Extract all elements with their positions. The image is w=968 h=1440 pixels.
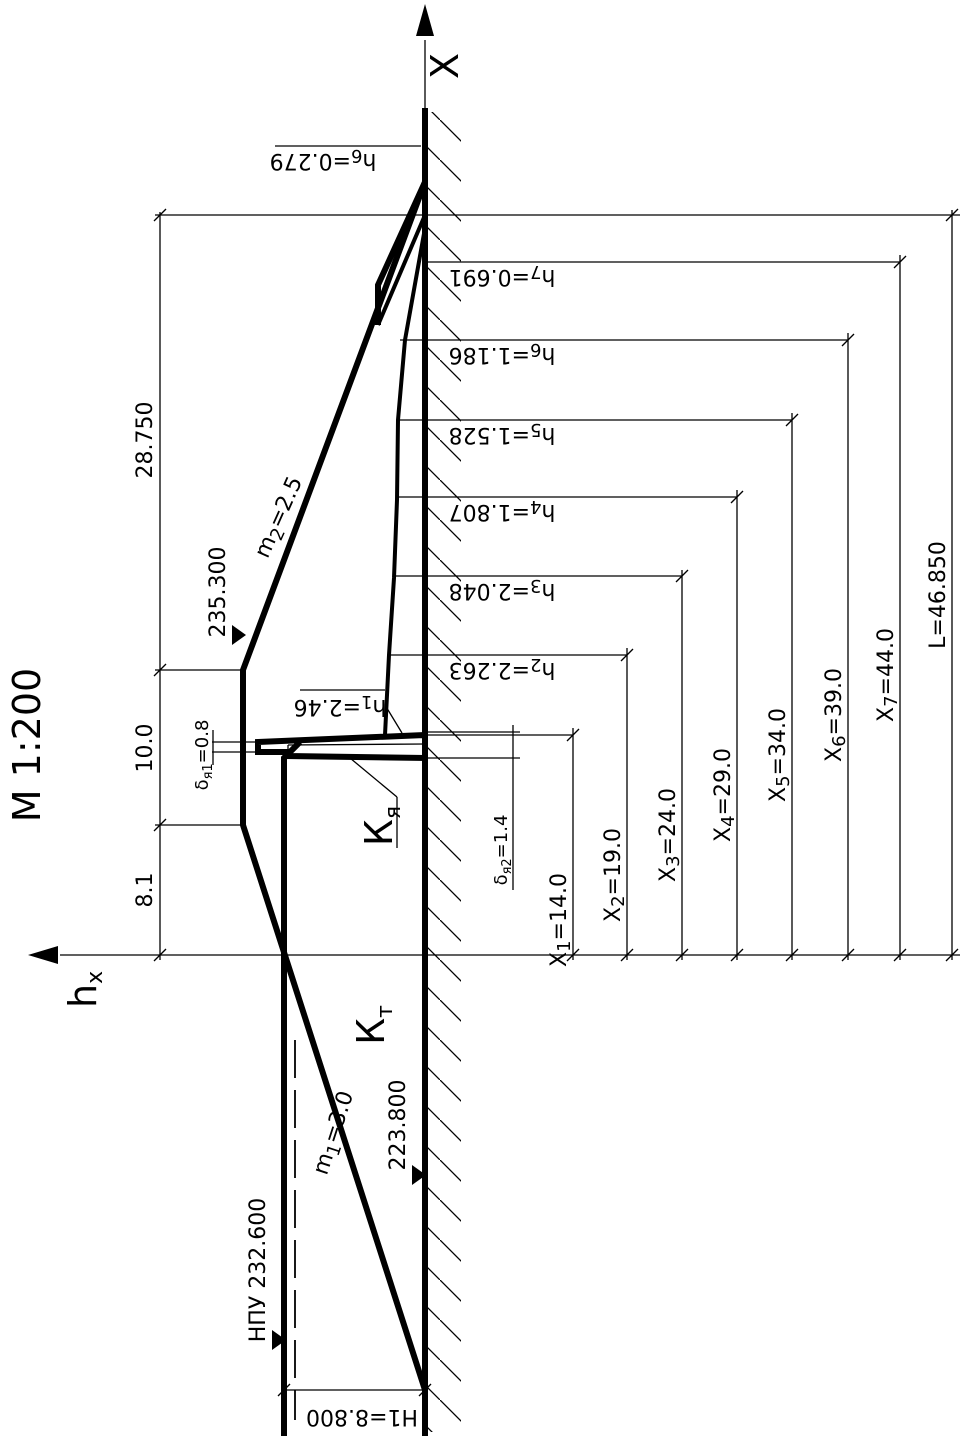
core-label: Кя — [357, 806, 406, 846]
h-label-2: h2=2.263 — [449, 654, 556, 682]
dam-outline — [240, 180, 428, 1391]
core — [255, 731, 428, 762]
x-label-5: X5=34.0 — [766, 708, 794, 802]
x7-tick — [893, 255, 907, 269]
curve-leader — [384, 704, 403, 734]
h1-label: Н1=8.800 — [306, 1404, 418, 1429]
x5-tick — [785, 413, 799, 427]
dam-profile — [240, 180, 428, 1391]
x6-tick-b — [841, 948, 855, 962]
crest-elevation: 235.300 — [206, 547, 246, 645]
delta2-dimension: δя2=1.4 — [425, 725, 520, 890]
body-label: Кт — [349, 1005, 398, 1045]
delta1-label: δя1=0.8 — [192, 720, 216, 791]
x-label-2: X2=19.0 — [601, 828, 629, 922]
water-level — [281, 739, 303, 1436]
crest-elevation-label: 235.300 — [206, 547, 231, 638]
tick-4 — [153, 948, 167, 962]
dim-8-1: 8.1 — [133, 873, 158, 908]
scale-label: M 1:200 — [5, 668, 49, 822]
dam-berm — [375, 180, 428, 325]
core-leader — [349, 757, 398, 798]
x4-tick — [730, 490, 744, 504]
tick-2 — [153, 663, 167, 677]
h-label-1: h1=2.46 — [294, 691, 387, 719]
water-level-line — [281, 739, 303, 1436]
h-axis-label: hx — [61, 971, 108, 1008]
x1-tick-b — [566, 948, 580, 962]
berm-inner-line — [376, 214, 427, 326]
h-label-0: h6=0.279 — [270, 145, 377, 173]
x3-tick — [675, 569, 689, 583]
x5-tick-b — [785, 948, 799, 962]
core-inner-line — [287, 743, 426, 746]
dim-10: 10.0 — [133, 724, 158, 773]
base-elevation-label: 223.800 — [386, 1080, 411, 1171]
core-label-group: Кя — [349, 757, 406, 848]
x-axis-label: X — [423, 53, 467, 79]
h1-tick-left — [277, 1383, 291, 1397]
x-label-7: X7=44.0 — [874, 628, 902, 722]
x1-tick — [566, 728, 580, 742]
x-label-1: X1=14.0 — [547, 873, 575, 967]
h-label-3: h3=2.048 — [449, 575, 556, 603]
length-label: L=46.850 — [926, 541, 951, 649]
tick-1 — [153, 208, 167, 222]
h-label-4: h4=1.807 — [449, 496, 556, 524]
x7-tick-b — [893, 948, 907, 962]
h1-dimension: Н1=8.800 — [277, 1383, 432, 1429]
depression-curve — [383, 227, 427, 736]
x-axis: X — [416, 4, 467, 108]
x4-tick-b — [730, 948, 744, 962]
dim-28750: 28.750 — [133, 402, 158, 479]
x2-tick — [620, 648, 634, 662]
x-label-4: X4=29.0 — [711, 748, 739, 842]
l-tick-b — [945, 948, 959, 962]
core-shape — [255, 731, 428, 762]
h-axis-arrow-icon — [28, 946, 58, 964]
delta2-label: δя2=1.4 — [491, 815, 515, 886]
h-label-6: h6=1.186 — [449, 339, 556, 367]
x-label-6: X6=39.0 — [822, 668, 850, 762]
base-level-marker-icon — [412, 1165, 426, 1185]
l-tick — [945, 208, 959, 222]
x3-tick-b — [675, 948, 689, 962]
npu-level-marker-icon — [272, 1330, 286, 1350]
tick-3 — [153, 818, 167, 832]
h-label-7: h7=0.691 — [449, 261, 556, 289]
h1-tick-right — [418, 1383, 432, 1397]
x2-tick-b — [620, 948, 634, 962]
h-label-5: h5=1.528 — [449, 419, 556, 447]
x-measurements: X1=14.0 X2=19.0 X3=24.0 X4=29.0 X5=34.0 … — [547, 208, 959, 967]
h-measurements: h6=0.279 h7=0.691 h6=1.186 h5=1.528 h4=1… — [270, 145, 900, 736]
left-dimensions: 28.750 10.0 8.1 — [133, 208, 960, 962]
npu-elevation-label: НПУ 232.600 — [246, 1198, 271, 1342]
npu-elevation: НПУ 232.600 — [246, 1198, 286, 1350]
crest-level-marker-icon — [232, 625, 246, 645]
h-axis: hx — [28, 946, 960, 1008]
base-elevation: 223.800 — [386, 1080, 426, 1185]
foundation-hatch — [425, 112, 461, 1432]
x6-tick — [841, 333, 855, 347]
delta1-dimension: δя1=0.8 — [192, 720, 258, 791]
foundation — [422, 108, 461, 1436]
x-label-3: X3=24.0 — [656, 788, 684, 882]
x-axis-arrow-icon — [416, 4, 434, 36]
